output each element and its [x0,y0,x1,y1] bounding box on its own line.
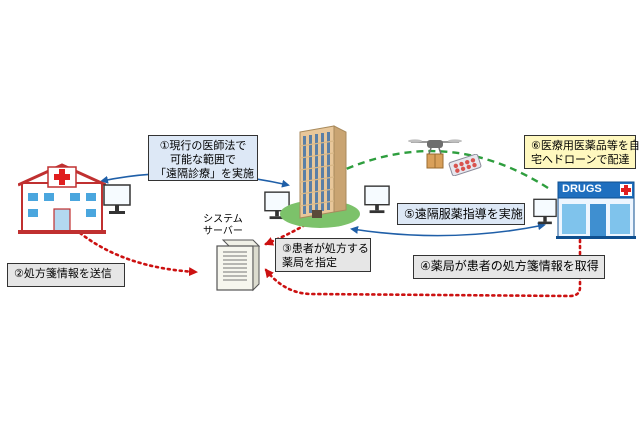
obtain-prescription-label: ④薬局が患者の処方箋情報を取得 [413,255,605,279]
designate-pharmacy-label-line: ③患者が処方する [282,242,369,255]
telemedicine-label-line: ①現行の医師法で [159,139,247,152]
computer-monitor-icon [264,191,290,220]
hospital-icon [18,163,106,234]
computer-monitor-icon [533,198,557,225]
server-label: システム サーバー [203,214,243,238]
remote-guidance-label: ⑤遠隔服薬指導を実施 [397,203,525,225]
send-prescription-arrow [78,231,198,277]
drone-icon [408,139,462,169]
designate-pharmacy-label-line: 薬局を指定 [282,256,337,269]
pharmacy-sign-text: DRUGS [562,183,602,195]
server-label-line: システム [203,214,243,225]
designate-pharmacy-label: ③患者が処方する 薬局を指定 [275,238,371,272]
drone-delivery-label: ⑥医療用医薬品等を自 宅へドローンで配達 [524,135,640,169]
guidance-arrow [350,222,546,237]
apartment-building-icon [280,125,360,228]
server-icon [216,239,261,292]
obtain-prescription-arrow [264,238,582,298]
drone-delivery-label-line: ⑥医療用医薬品等を自 [531,139,640,152]
drone-delivery-label-line: 宅へドローンで配達 [531,153,630,166]
pharmacy-icon: DRUGS [556,180,636,240]
telemedicine-label: ①現行の医師法で 可能な範囲で 「遠隔診療」を実施 [148,135,258,181]
drone-delivery-arrow [333,149,549,190]
server-label-line: サーバー [203,226,243,237]
telemedicine-label-line: 可能な範囲で [170,153,236,166]
computer-monitor-icon [364,185,390,214]
medicine-pack-icon [448,154,482,176]
send-prescription-label: ②処方箋情報を送信 [7,263,125,287]
computer-monitor-icon [103,184,131,214]
telemedicine-label-line: 「遠隔診療」を実施 [155,167,254,180]
